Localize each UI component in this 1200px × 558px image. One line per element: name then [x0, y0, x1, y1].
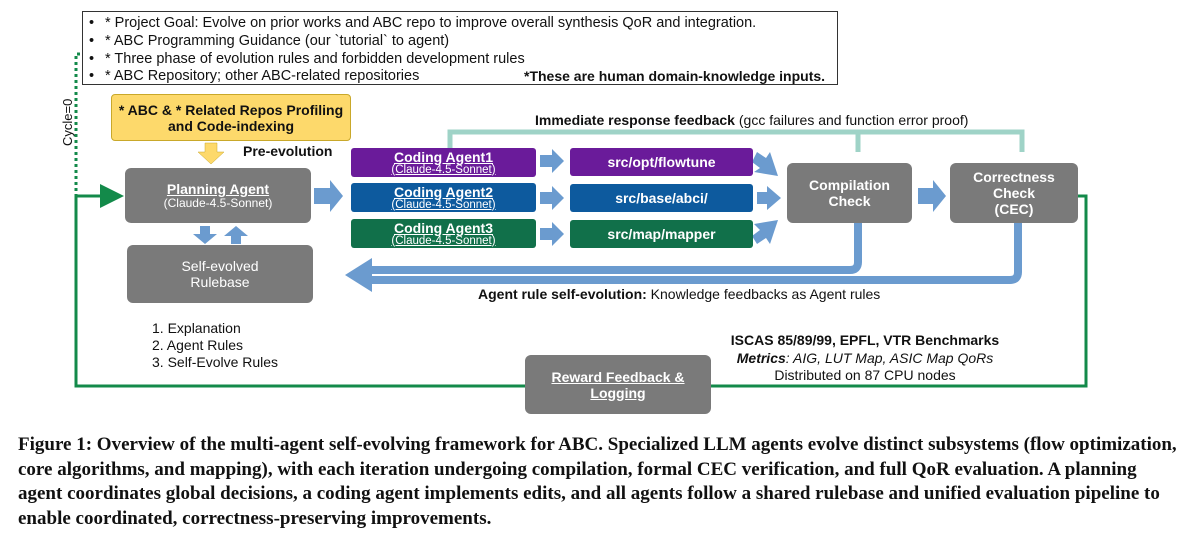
- rulebase-line2: Rulebase: [190, 274, 250, 290]
- human-knowledge-note: *These are human domain-knowledge inputs…: [524, 68, 826, 84]
- figure-caption: Figure 1: Overview of the multi-agent se…: [18, 433, 1183, 531]
- correctness-line2: Check: [992, 185, 1036, 201]
- human-inputs-box: •* Project Goal: Evolve on prior works a…: [82, 11, 838, 85]
- rulebase-list-item: 3. Self-Evolve Rules: [152, 354, 279, 370]
- planning-agent-model: (Claude-4.5-Sonnet): [163, 196, 273, 210]
- benchmarks-line1: ISCAS 85/89/99, EPFL, VTR Benchmarks: [730, 332, 1000, 348]
- self-evolution-label: Agent rule self-evolution: Knowledge fee…: [478, 286, 880, 302]
- input-bullet: •* ABC Repository; other ABC-related rep…: [89, 68, 420, 84]
- arrow-profiling-down: [197, 142, 225, 165]
- planning-agent-box: Planning Agent (Claude-4.5-Sonnet): [125, 168, 311, 223]
- arrow-agent2-path: [540, 186, 564, 210]
- arrow-path1-compile: [752, 152, 778, 176]
- reward-line1: Reward Feedback &: [551, 368, 685, 385]
- arrow-path2-compile: [757, 186, 781, 210]
- coding-agent-title: Coding Agent2: [393, 183, 494, 200]
- metrics-label: Metrics: [736, 349, 786, 366]
- correctness-line1: Correctness: [973, 169, 1055, 185]
- path-flowtune: src/opt/flowtune: [570, 148, 753, 176]
- immediate-feedback-bold: Immediate response feedback: [535, 112, 735, 128]
- diagram-connectors: [74, 52, 1088, 388]
- compilation-line2: Check: [828, 193, 871, 209]
- arrow-compile-cec: [918, 180, 946, 212]
- profiling-line2: and Code-indexing: [168, 117, 294, 134]
- immediate-feedback-line: [447, 129, 1025, 152]
- arrow-rulebase-to-planning: [224, 226, 248, 244]
- rulebase-box: Self-evolved Rulebase: [127, 245, 313, 303]
- self-evolution-bold: Agent rule self-evolution:: [478, 286, 647, 302]
- self-evolution-arrowhead: [345, 258, 372, 292]
- arrow-path3-compile: [752, 220, 778, 244]
- path-mapper: src/map/mapper: [570, 220, 753, 248]
- reward-feedback-box: Reward Feedback & Logging: [525, 355, 711, 414]
- metrics-rest: : AIG, LUT Map, ASIC Map QoRs: [785, 349, 994, 366]
- input-bullet: •* ABC Programming Guidance (our `tutori…: [89, 33, 450, 49]
- coding-agent-title: Coding Agent3: [393, 219, 494, 236]
- correctness-line3: (CEC): [994, 201, 1034, 217]
- coding-agent-2: Coding Agent2 (Claude-4.5-Sonnet): [351, 183, 536, 212]
- reward-line2: Logging: [590, 384, 646, 401]
- arrow-agent1-path: [540, 149, 564, 173]
- input-bullet: •* Three phase of evolution rules and fo…: [89, 51, 525, 67]
- coding-agent-model: (Claude-4.5-Sonnet): [391, 234, 496, 247]
- profiling-line1: * ABC & * Related Repos Profiling: [118, 101, 344, 118]
- correctness-check-box: Correctness Check (CEC): [950, 163, 1078, 223]
- arrow-planning-to-rulebase: [193, 226, 217, 244]
- rulebase-list-item: 1. Explanation: [152, 320, 241, 336]
- self-evolution-rest: Knowledge feedbacks as Agent rules: [646, 286, 881, 302]
- immediate-feedback-rest: (gcc failures and function error proof): [734, 112, 969, 128]
- compilation-line1: Compilation: [809, 177, 890, 193]
- coding-agent-title: Coding Agent1: [393, 148, 494, 165]
- pre-evolution-label: Pre-evolution: [243, 143, 333, 159]
- input-bullet: •* Project Goal: Evolve on prior works a…: [89, 15, 757, 31]
- profiling-box: * ABC & * Related Repos Profiling and Co…: [111, 94, 351, 141]
- cycle-label: Cycle=0: [60, 98, 75, 146]
- planning-agent-title: Planning Agent: [166, 181, 270, 197]
- coding-agent-1: Coding Agent1 (Claude-4.5-Sonnet): [351, 148, 536, 177]
- cycle-dotted-line: [74, 52, 92, 196]
- self-evolution-line: [370, 222, 862, 274]
- rulebase-list: 1. Explanation 2. Agent Rules 3. Self-Ev…: [152, 320, 278, 371]
- coding-agent-model: (Claude-4.5-Sonnet): [391, 163, 496, 176]
- immediate-feedback-label: Immediate response feedback (gcc failure…: [535, 112, 968, 128]
- benchmarks-metrics: Metrics: AIG, LUT Map, ASIC Map QoRs: [720, 350, 1010, 368]
- coding-agent-model: (Claude-4.5-Sonnet): [391, 198, 496, 211]
- arrow-planning-to-agents: [314, 180, 343, 212]
- path-abci: src/base/abci/: [570, 184, 753, 212]
- benchmarks-line3: Distributed on 87 CPU nodes: [774, 367, 956, 383]
- compilation-check-box: Compilation Check: [787, 163, 912, 223]
- coding-agent-3: Coding Agent3 (Claude-4.5-Sonnet): [351, 219, 536, 248]
- benchmarks-text: ISCAS 85/89/99, EPFL, VTR Benchmarks Met…: [720, 332, 1010, 385]
- arrow-agent3-path: [540, 222, 564, 246]
- caption-text: Figure 1: Overview of the multi-agent se…: [18, 434, 1177, 529]
- rulebase-list-item: 2. Agent Rules: [152, 337, 244, 353]
- rulebase-line1: Self-evolved: [181, 258, 259, 274]
